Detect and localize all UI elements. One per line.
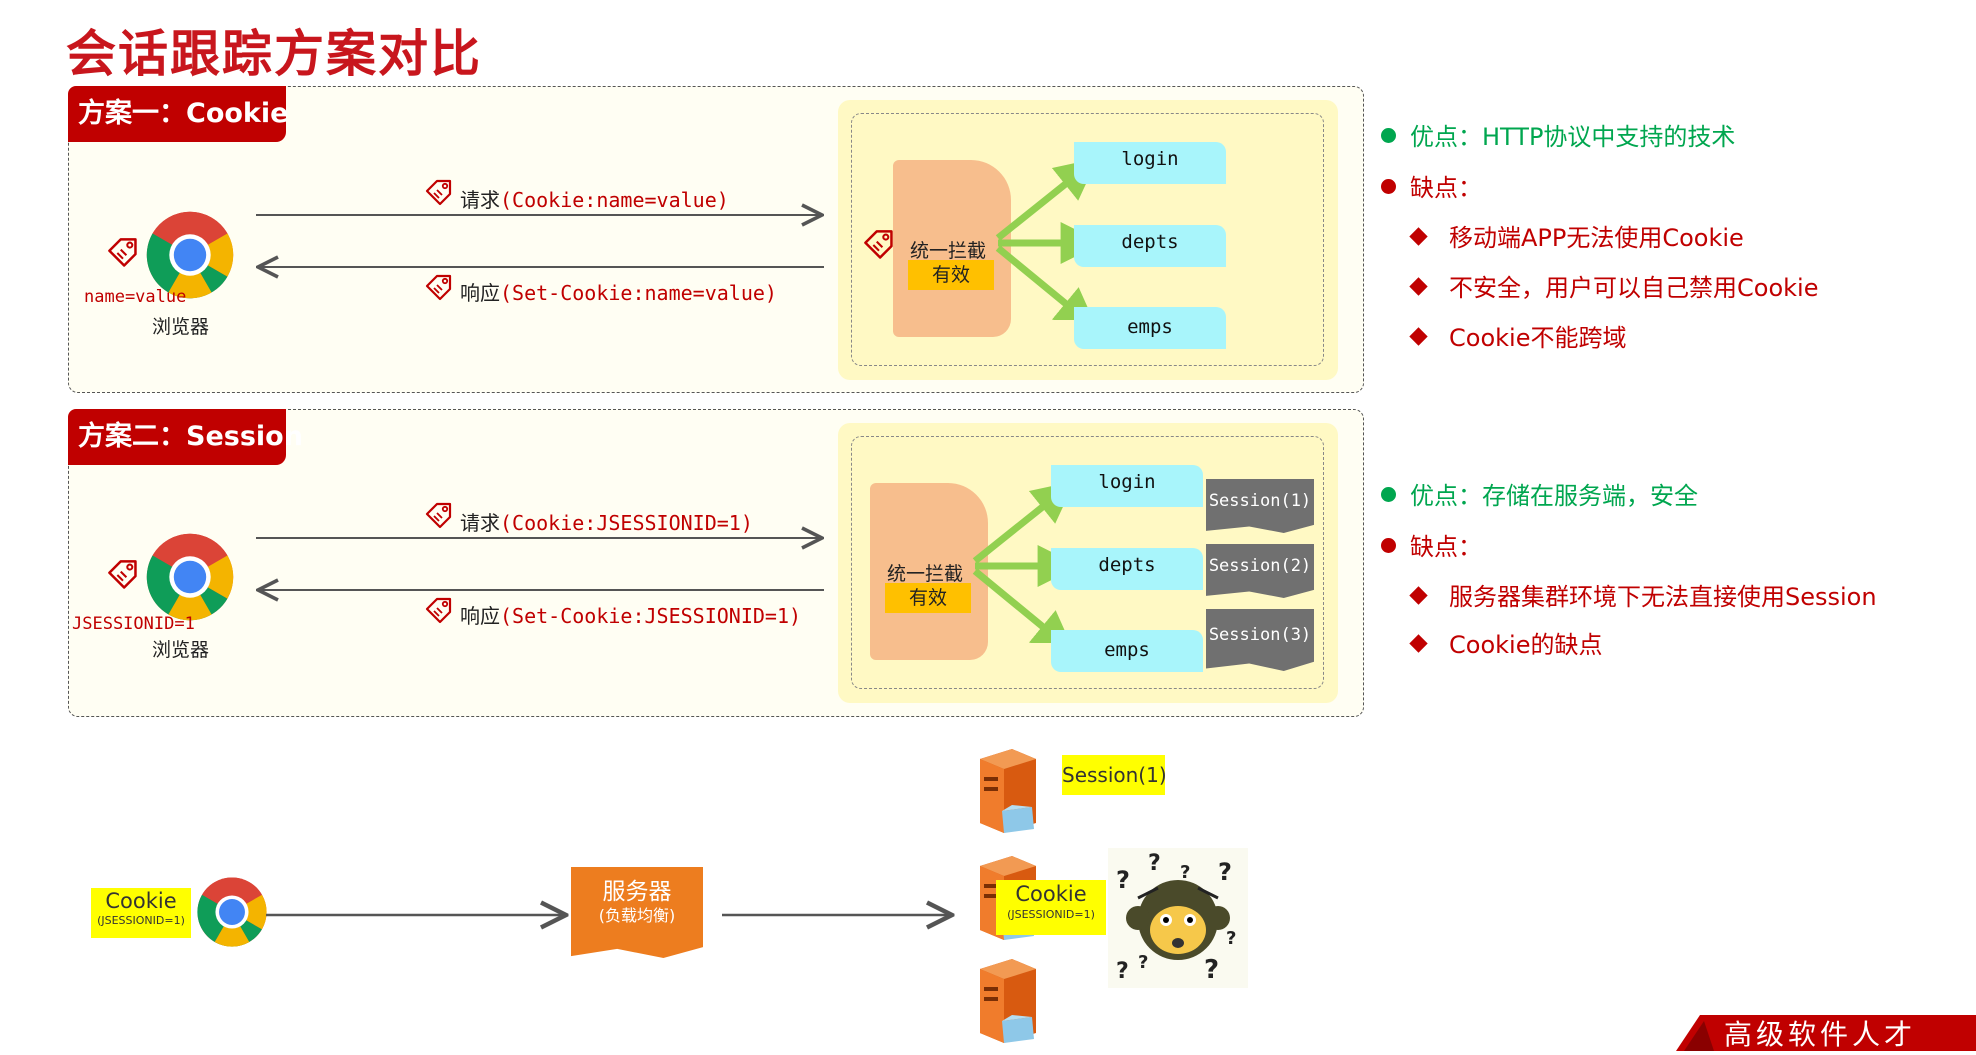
cluster-cookie2-label: Cookie (JSESSIONID=1): [996, 880, 1106, 935]
svg-text:?: ?: [1116, 866, 1130, 894]
diamond-bullet-icon: [1409, 277, 1428, 296]
scheme2-chrome-icon: [145, 532, 235, 622]
scheme2-cons-bullet: [1381, 538, 1396, 553]
scheme2-cookie-value: JSESSIONID=1: [72, 614, 195, 634]
diamond-bullet-icon: [1409, 327, 1428, 346]
cluster-arrows: [266, 895, 960, 935]
scheme2-response-code: (Set-Cookie:JSESSIONID=1): [500, 604, 802, 628]
scheme2-cons-item: Cookie的缺点: [1409, 625, 1602, 660]
scheme2-session-2: Session(2): [1206, 544, 1314, 598]
svg-text:?: ?: [1180, 862, 1190, 883]
scheme1-cons-item: Cookie不能跨域: [1409, 318, 1626, 353]
scheme2-arrows: [256, 523, 824, 603]
scheme2-pros-text: 优点：存储在服务端，安全: [1410, 482, 1698, 510]
footer-banner-text: 高级软件人才: [1724, 1018, 1917, 1051]
scheme1-response-tag-icon: [424, 273, 454, 303]
scheme2-request-prefix: 请求: [460, 511, 500, 535]
scheme2-pros: 优点：存储在服务端，安全: [1381, 476, 1698, 511]
scheme2-endpoint-emps: emps: [1051, 630, 1203, 672]
scheme2-endpoint-login: login: [1051, 465, 1203, 507]
scheme1-browser-label: 浏览器: [152, 316, 210, 338]
scheme2-session-1: Session(1): [1206, 479, 1314, 533]
svg-text:?: ?: [1218, 858, 1232, 886]
scheme1-request-label: 请求(Cookie:name=value): [460, 184, 729, 213]
diamond-bullet-icon: [1409, 227, 1428, 246]
scheme2-cons-item: 服务器集群环境下无法直接使用Session: [1409, 577, 1877, 612]
scheme2-request-label: 请求(Cookie:JSESSIONID=1): [460, 507, 753, 536]
scheme1-cons-title: 缺点：: [1410, 174, 1482, 202]
confused-monkey-icon: ? ? ? ? ? ? ? ?: [1108, 848, 1248, 988]
svg-text:?: ?: [1204, 955, 1219, 985]
scheme1-cookie-value: name=value: [84, 287, 187, 307]
cluster-cookie-label: Cookie (JSESSIONID=1): [91, 888, 191, 938]
scheme2-request-code: (Cookie:JSESSIONID=1): [500, 511, 753, 535]
scheme2-cons-title: 缺点：: [1410, 533, 1482, 561]
scheme1-browser-tag-icon: [106, 236, 140, 270]
scheme1-cons-item: 不安全，用户可以自己禁用Cookie: [1409, 268, 1818, 303]
load-balancer-server: 服务器 (负载均衡): [571, 867, 703, 958]
scheme1-endpoint-depts: depts: [1074, 225, 1226, 267]
diamond-bullet-icon: [1409, 586, 1428, 605]
page-title: 会话跟踪方案对比: [66, 25, 482, 83]
scheme1-endpoint-login: login: [1074, 142, 1226, 184]
diamond-bullet-icon: [1409, 634, 1428, 653]
server-node-1-icon: [972, 745, 1042, 835]
scheme1-cons-bullet: [1381, 179, 1396, 194]
scheme1-arrows: [256, 200, 824, 280]
scheme1-tag: 方案一：Cookie: [68, 86, 288, 142]
scheme1-interceptor: [893, 160, 1011, 337]
scheme2-response-label: 响应(Set-Cookie:JSESSIONID=1): [460, 600, 801, 629]
cluster-session-label: Session(1): [1062, 755, 1167, 795]
scheme2-tag: 方案二：Session: [68, 409, 303, 465]
scheme1-pros: 优点：HTTP协议中支持的技术: [1381, 117, 1735, 152]
svg-text:?: ?: [1148, 851, 1161, 876]
scheme1-response-label: 响应(Set-Cookie:name=value): [460, 277, 777, 306]
scheme1-request-tag-icon: [424, 178, 454, 208]
svg-text:?: ?: [1116, 959, 1129, 984]
svg-text:?: ?: [1226, 928, 1236, 949]
scheme1-request-prefix: 请求: [460, 188, 500, 212]
scheme1-request-code: (Cookie:name=value): [500, 188, 729, 212]
scheme2-interceptor: [870, 483, 988, 660]
scheme2-pros-bullet: [1381, 487, 1396, 502]
scheme2-browser-tag-icon: [106, 558, 140, 592]
scheme2-server-boundary: [851, 436, 1324, 689]
scheme1-endpoint-emps: emps: [1074, 307, 1226, 349]
scheme2-response-prefix: 响应: [460, 604, 500, 628]
scheme1-valid-badge: 有效: [908, 260, 994, 290]
scheme2-response-tag-icon: [424, 596, 454, 626]
scheme1-cons-item: 移动端APP无法使用Cookie: [1409, 218, 1744, 253]
scheme1-cons: 缺点：: [1381, 168, 1482, 203]
scheme1-server-tag-icon: [862, 228, 896, 262]
scheme2-session-3: Session(3): [1206, 609, 1314, 671]
scheme2-endpoint-depts: depts: [1051, 548, 1203, 590]
scheme1-server-boundary: [851, 113, 1324, 366]
scheme2-interceptor-label: 统一拦截: [887, 563, 964, 585]
scheme1-response-code: (Set-Cookie:name=value): [500, 281, 777, 305]
scheme2-valid-badge: 有效: [885, 583, 971, 613]
scheme2-cons: 缺点：: [1381, 527, 1482, 562]
scheme1-interceptor-label: 统一拦截: [910, 240, 987, 262]
scheme1-pros-text: 优点：HTTP协议中支持的技术: [1410, 123, 1736, 151]
scheme2-request-tag-icon: [424, 501, 454, 531]
scheme1-pros-bullet: [1381, 128, 1396, 143]
scheme2-browser-label: 浏览器: [152, 639, 210, 661]
scheme1-response-prefix: 响应: [460, 281, 500, 305]
server-node-3-icon: [972, 955, 1042, 1045]
cluster-chrome-icon: [196, 876, 268, 948]
svg-text:?: ?: [1138, 952, 1148, 973]
footer-banner: 高级软件人才: [1676, 1015, 1976, 1051]
